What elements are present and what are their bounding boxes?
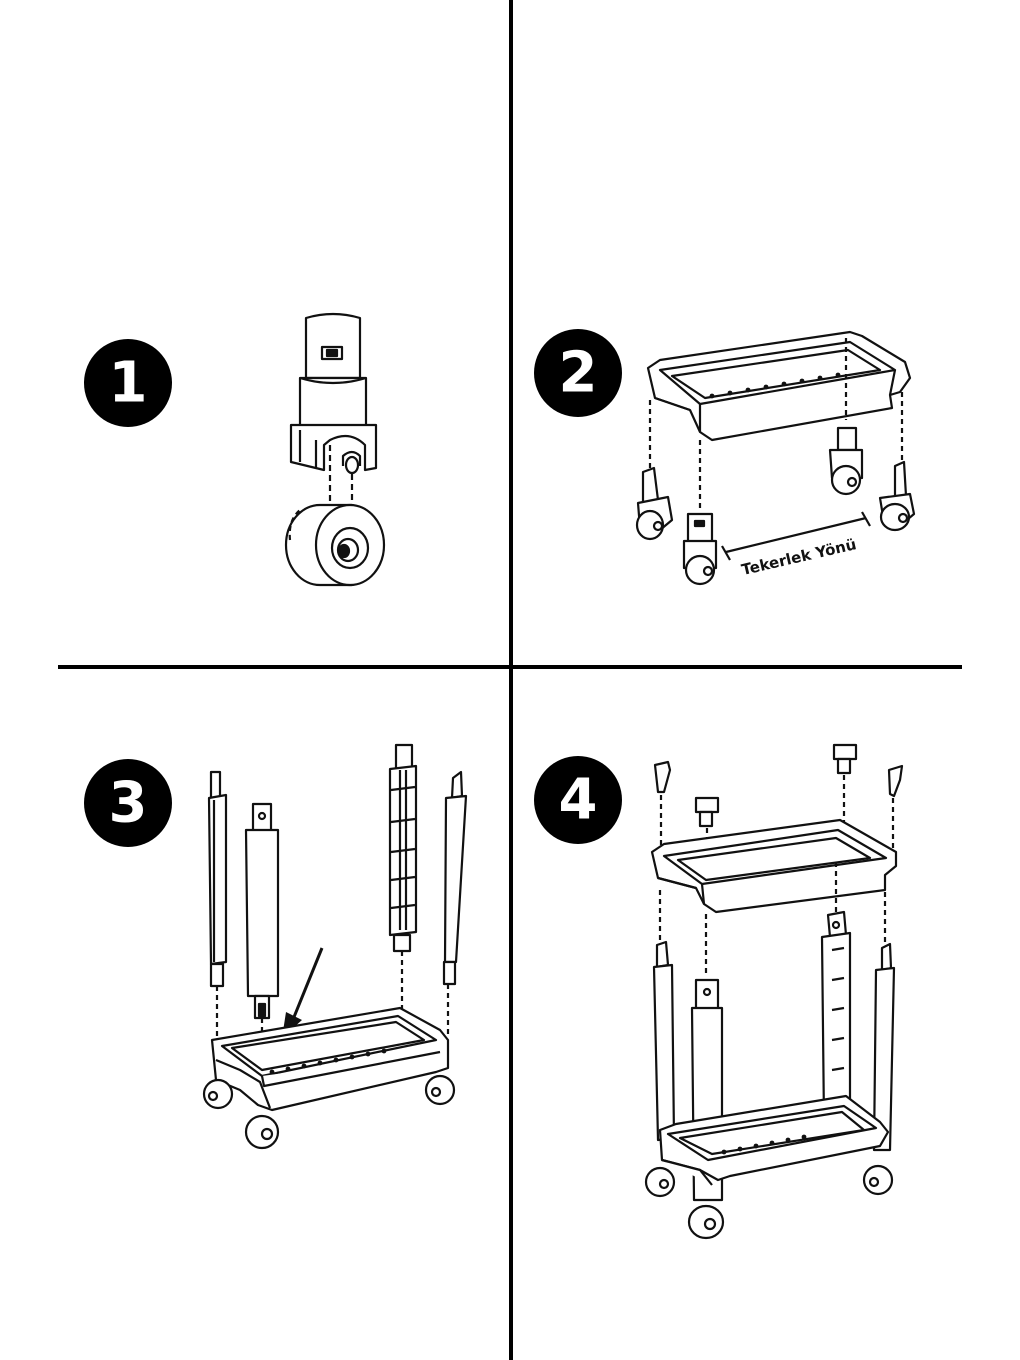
caster-back-right [878,460,916,532]
step-4-badge: 4 [534,756,622,844]
step-1-number: 1 [109,351,148,416]
step-2-badge: 2 [534,329,622,417]
legs-set [207,743,468,1060]
leg-back-right [388,743,418,1030]
caster-back-middle [828,426,864,496]
step-4-number: 4 [559,768,598,833]
leg-left [207,770,228,1040]
wheel-direction-label: Tekerlek Yönü [740,535,858,579]
step-2-panel: 2 [534,329,916,586]
tray-holes [709,372,841,399]
step-4-panel: 4 [534,743,904,1240]
step-3-badge: 3 [84,759,172,847]
step-3-number: 3 [109,771,148,836]
step-1-badge: 1 [84,339,172,427]
base-cart [202,1006,456,1150]
shelf-tray [646,330,912,512]
upper-shelf [650,818,898,914]
step-3-panel: 3 [84,743,468,1150]
lower-shelf [644,1094,894,1240]
leg-right [442,770,468,1036]
caster-illustration [284,312,386,587]
top-caps [653,743,904,880]
base-wheels [202,1074,456,1150]
cart-wheels [644,1164,894,1240]
caster-front-middle [682,512,718,586]
wheel-direction-indicator: Tekerlek Yönü [721,511,871,579]
casters-set [635,426,916,586]
caster-front-left [635,466,674,541]
step-1-panel: 1 [84,312,386,587]
leg-front-tube [244,802,280,1060]
step-2-number: 2 [559,341,598,406]
